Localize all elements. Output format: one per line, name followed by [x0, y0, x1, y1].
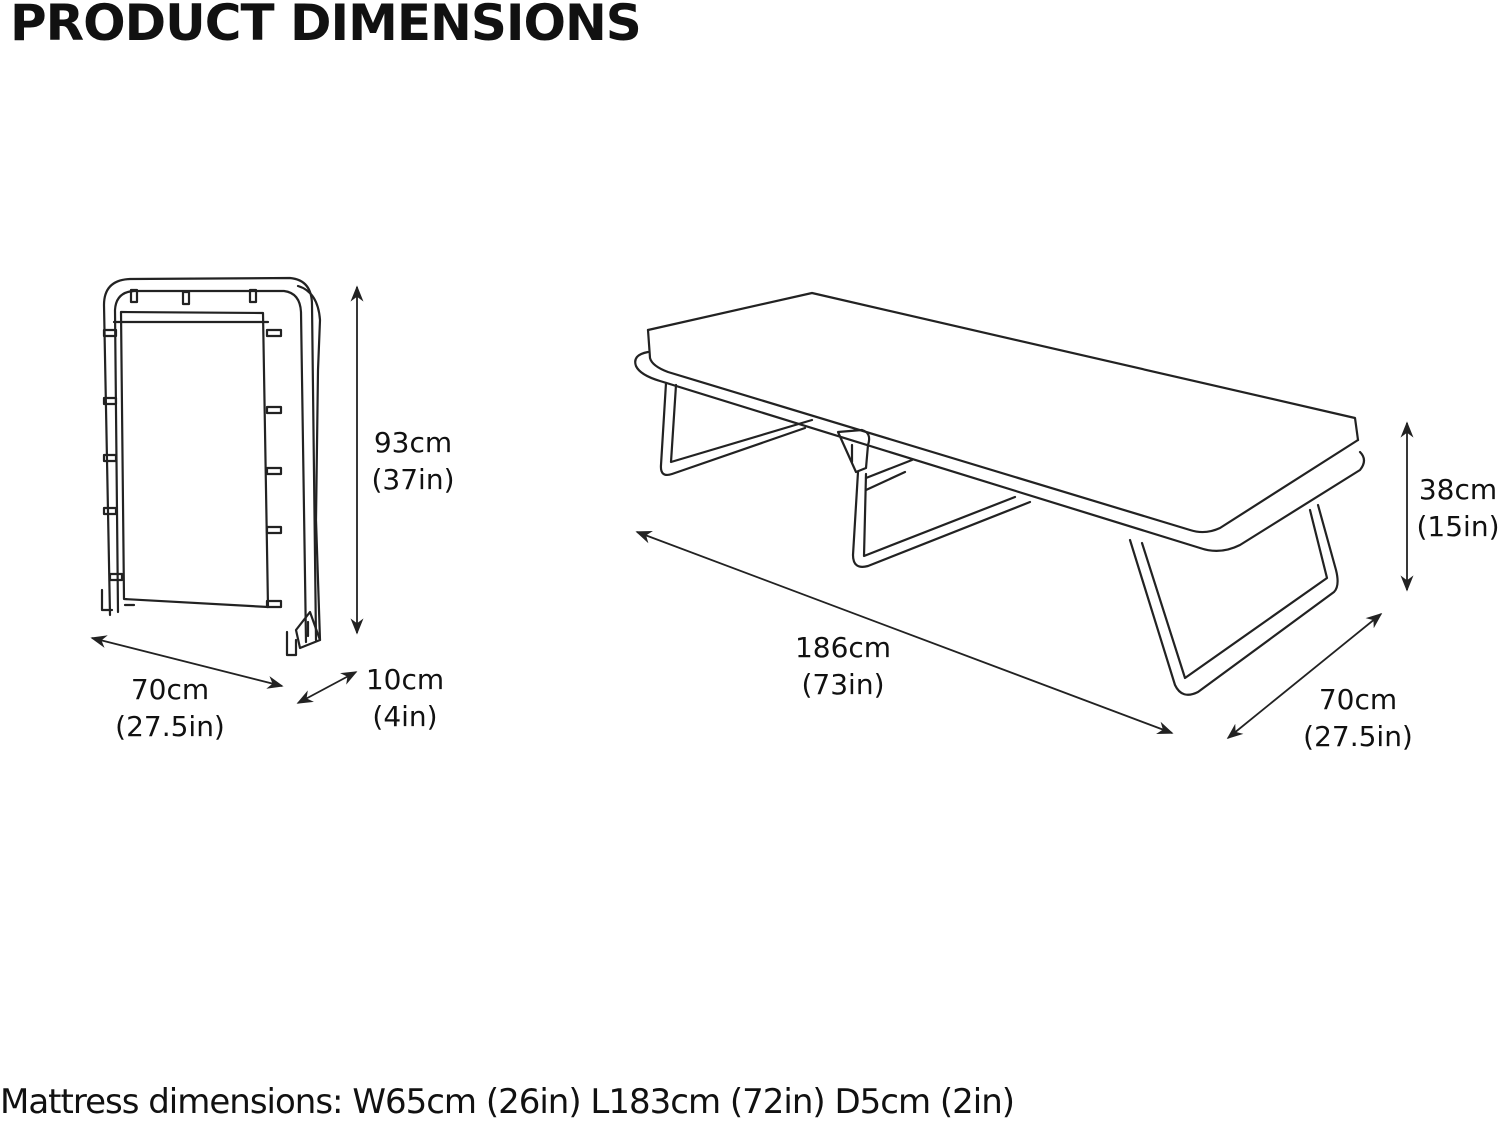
folded-depth-arrow	[296, 671, 358, 704]
mattress-dimensions-text: Mattress dimensions: W65cm (26in) L183cm…	[0, 1082, 1015, 1122]
unfolded-width-arrow	[1226, 612, 1383, 740]
folded-depth-in: (4in)	[372, 700, 438, 733]
unfolded-width-in: (27.5in)	[1303, 720, 1413, 753]
folded-height-cm: 93cm	[373, 426, 453, 459]
unfolded-height-label: 38cm (15in)	[1416, 471, 1499, 545]
unfolded-bed-illustration	[634, 291, 1366, 696]
unfolded-length-label: 186cm (73in)	[795, 629, 891, 703]
page-title: PRODUCT DIMENSIONS	[10, 0, 642, 52]
unfolded-length-arrow	[635, 531, 1174, 734]
folded-depth-label: 10cm (4in)	[366, 661, 444, 735]
folded-height-label: 93cm (37in)	[371, 424, 454, 498]
unfolded-height-cm: 38cm	[1418, 473, 1498, 506]
folded-width-in: (27.5in)	[115, 710, 225, 743]
unfolded-width-cm: 70cm	[1318, 683, 1398, 716]
unfolded-length-in: (73in)	[801, 668, 885, 701]
folded-width-arrow	[90, 635, 284, 689]
folded-width-cm: 70cm	[130, 673, 210, 706]
folded-depth-cm: 10cm	[365, 663, 445, 696]
unfolded-length-cm: 186cm	[794, 631, 892, 664]
folded-bed-illustration	[100, 276, 322, 657]
unfolded-height-in: (15in)	[1416, 510, 1500, 543]
folded-height-in: (37in)	[371, 463, 455, 496]
folded-width-label: 70cm (27.5in)	[115, 671, 225, 745]
unfolded-width-label: 70cm (27.5in)	[1303, 681, 1413, 755]
